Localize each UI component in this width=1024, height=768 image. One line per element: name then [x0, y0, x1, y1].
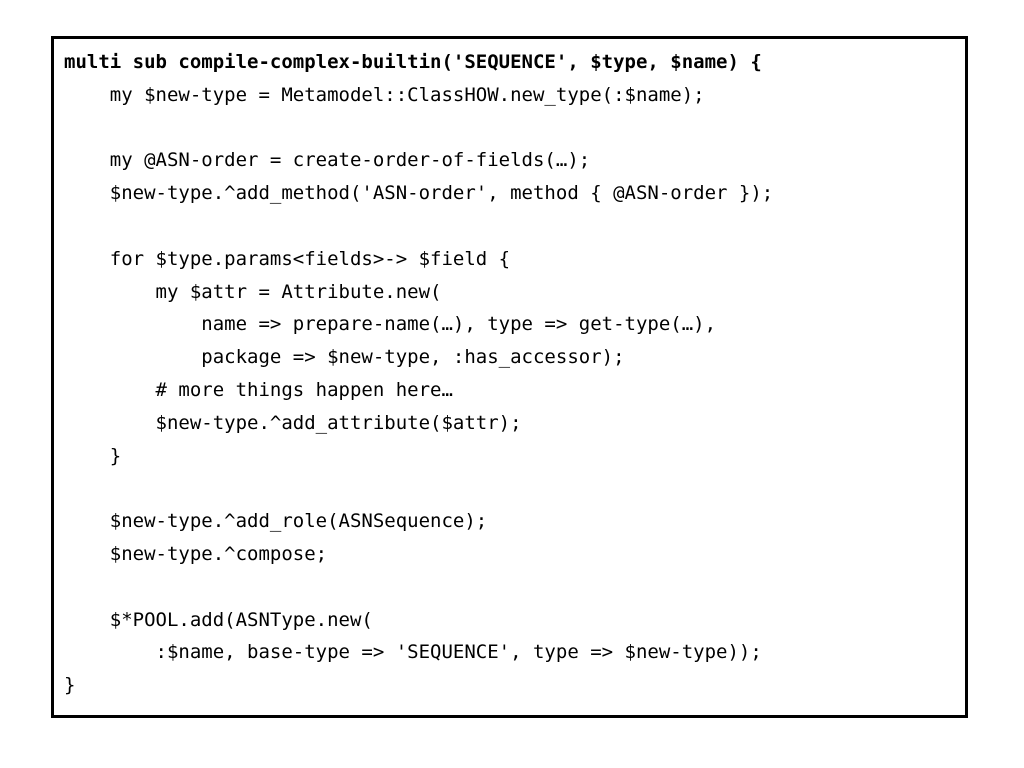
code-line — [64, 571, 773, 604]
code-line: $*POOL.add(ASNType.new( — [64, 608, 373, 631]
code-line: multi sub compile-complex-builtin('SEQUE… — [64, 51, 762, 73]
code-line: my @ASN-order = create-order-of-fields(…… — [64, 149, 591, 172]
code-line — [64, 112, 773, 145]
code-line: :$name, base-type => 'SEQUENCE', type =>… — [64, 641, 762, 664]
code-line — [64, 472, 773, 505]
code-line: name => prepare-name(…), type => get-typ… — [64, 313, 717, 336]
code-line: $new-type.^add_attribute($attr); — [64, 411, 522, 434]
code-line: for $type.params<fields>-> $field { — [64, 247, 511, 270]
code-line: } — [64, 674, 76, 697]
code-line: $new-type.^add_method('ASN-order', metho… — [64, 182, 774, 205]
code-comment-line: # more things happen here… — [64, 378, 453, 401]
code-line: package => $new-type, :has_accessor); — [64, 346, 625, 369]
code-line: my $new-type = Metamodel::ClassHOW.new_t… — [64, 83, 705, 106]
code-line: } — [64, 444, 122, 467]
code-block: multi sub compile-complex-builtin('SEQUE… — [51, 36, 968, 718]
code-line — [64, 210, 773, 243]
code-lines: multi sub compile-complex-builtin('SEQUE… — [64, 46, 773, 702]
code-line: $new-type.^add_role(ASNSequence); — [64, 510, 488, 533]
code-line: my $attr = Attribute.new( — [64, 280, 442, 303]
code-line: $new-type.^compose; — [64, 542, 328, 565]
